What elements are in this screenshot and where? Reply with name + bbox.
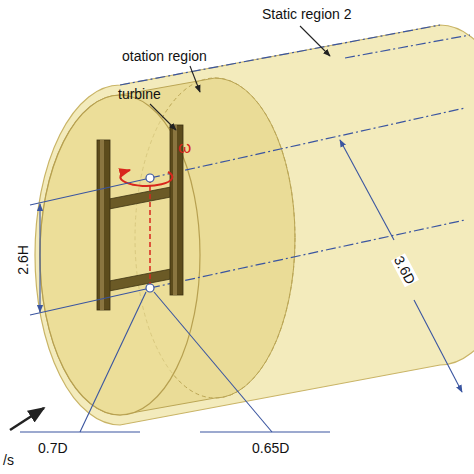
inflow-arrow <box>10 408 44 430</box>
rotation-symbol: ω <box>178 140 191 156</box>
rotation-region <box>40 78 295 415</box>
turbine <box>97 125 183 310</box>
dimension-label: 0.7D <box>38 440 68 456</box>
label-leaders <box>150 26 330 130</box>
part-label: turbine <box>118 86 161 102</box>
center-point <box>146 174 154 182</box>
static-region <box>35 25 474 425</box>
region-label: Static region 2 <box>262 6 352 22</box>
rotation-region-face <box>40 95 200 415</box>
rotation-arrow <box>120 170 172 186</box>
center-point <box>146 284 154 292</box>
rotation-axis <box>149 178 151 288</box>
height-dimension <box>30 179 146 315</box>
radius-leaders <box>20 292 330 432</box>
length-dimension <box>340 140 462 392</box>
region-label: otation region <box>122 48 207 64</box>
dimension-label: 0.65D <box>252 440 289 456</box>
velocity-label: /s <box>3 452 14 468</box>
dimension-label: 2.6H <box>15 245 31 275</box>
